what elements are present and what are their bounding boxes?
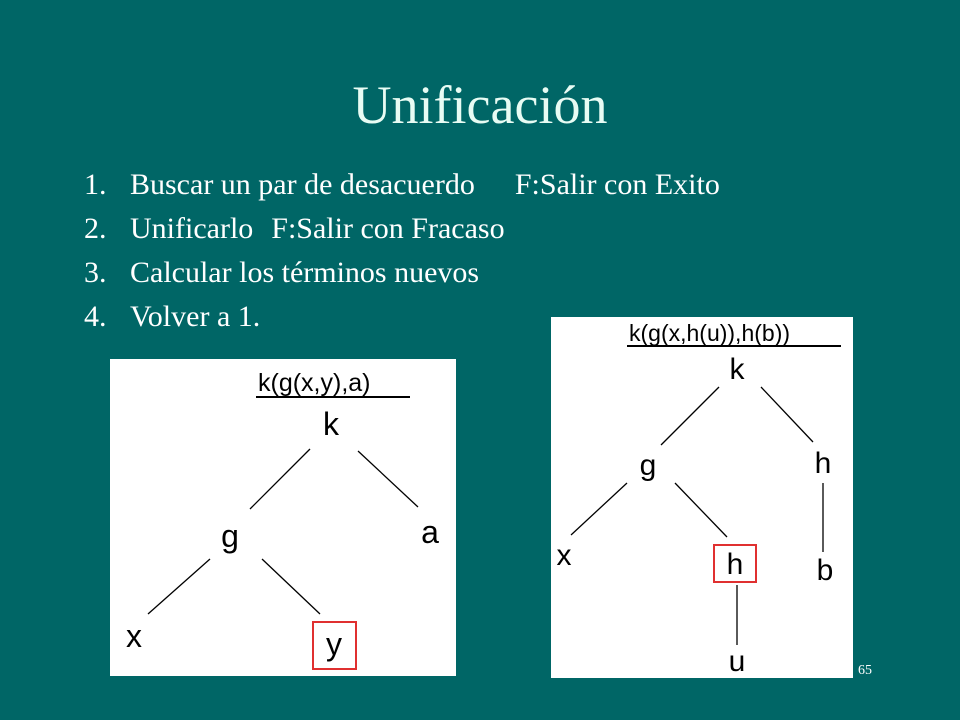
tree-1-node-x: x (126, 618, 142, 654)
step-item: 3. Calcular los términos nuevos (84, 251, 720, 295)
tree-2-expression: k(g(x,h(u)),h(b)) (629, 320, 790, 346)
step-text: Volver a 1. (130, 300, 261, 333)
step-number: 4. (84, 300, 107, 333)
tree-2-edge-g-h (674, 482, 728, 538)
step-number: 1. (84, 168, 107, 201)
tree-2-node-h-highlighted: h (727, 548, 744, 581)
tree-1-edge-g-y (261, 558, 321, 615)
tree-diagram-1: k(g(x,y),a) k g a x y (110, 359, 456, 676)
tree-2-edge-g-x (570, 482, 628, 536)
tree-1-svg: k(g(x,y),a) k g a x y (126, 369, 439, 670)
step-text: Buscar un par de desacuerdo (130, 168, 475, 201)
step-number: 3. (84, 256, 107, 289)
tree-1-node-y: y (326, 626, 342, 662)
step-item: 2. Unificarlo F:Salir con Fracaso (84, 207, 720, 251)
step-text: Unificarlo (130, 212, 254, 245)
step-text: Calcular los términos nuevos (130, 256, 480, 289)
steps-list: 1. Buscar un par de desacuerdo F:Salir c… (84, 163, 720, 339)
tree-2-node-x: x (557, 539, 572, 572)
step-item: 4. Volver a 1. (84, 295, 720, 339)
tree-1-edge-k-g (249, 448, 311, 510)
tree-2-node-u: u (729, 645, 746, 678)
tree-1-edge-g-x (147, 558, 211, 615)
tree-diagram-2: k(g(x,h(u)),h(b)) k g h x h b u (551, 317, 853, 678)
page-number: 65 (858, 663, 872, 678)
tree-1-highlight-box (312, 621, 357, 670)
slide-title: Unificación (352, 75, 608, 135)
tree-1-expression: k(g(x,y),a) (258, 369, 371, 397)
tree-2-edge-k-g (660, 386, 720, 446)
tree-1-node-k: k (323, 406, 340, 442)
tree-2-edge-k-h (760, 386, 814, 443)
tree-2-node-g: g (640, 449, 657, 482)
step-number: 2. (84, 212, 107, 245)
tree-1-node-g: g (221, 518, 239, 554)
tree-2-node-b: b (817, 554, 834, 587)
step-extra: F:Salir con Fracaso (271, 212, 505, 245)
tree-2-node-k: k (730, 353, 746, 386)
step-extra: F:Salir con Exito (514, 168, 720, 201)
tree-1-edge-k-a (357, 450, 419, 508)
tree-2-node-h-right: h (815, 447, 832, 480)
step-item: 1. Buscar un par de desacuerdo F:Salir c… (84, 163, 720, 207)
tree-2-svg: k(g(x,h(u)),h(b)) k g h x h b u (557, 320, 841, 678)
tree-1-node-a: a (421, 514, 439, 550)
tree-2-highlight-box (713, 544, 757, 583)
